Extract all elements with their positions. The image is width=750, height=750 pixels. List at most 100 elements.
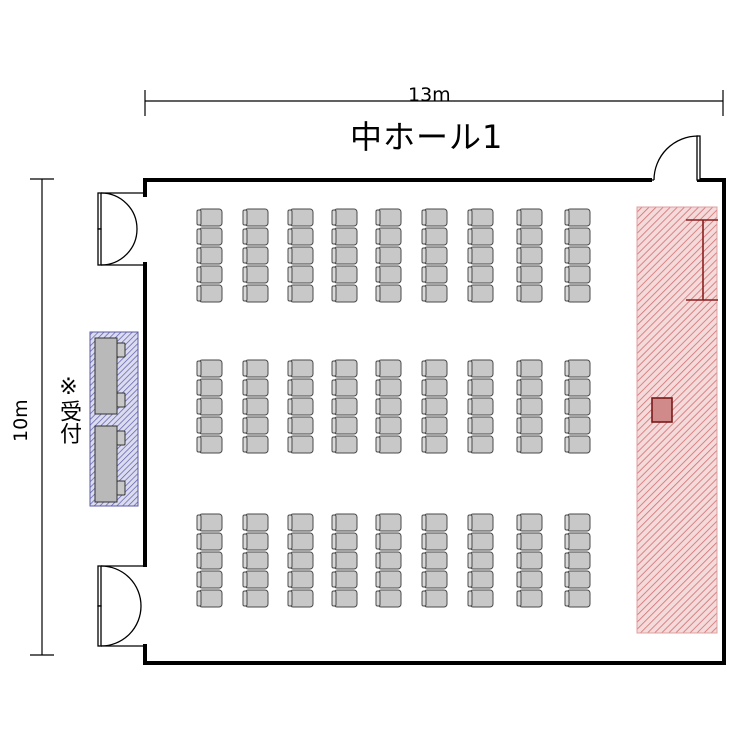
seat-icon xyxy=(421,246,448,265)
seat-icon xyxy=(287,265,314,284)
seat-icon xyxy=(467,284,494,303)
seat-icon xyxy=(375,416,402,435)
seat-icon xyxy=(287,551,314,570)
seat-icon xyxy=(516,246,543,265)
seat-icon xyxy=(564,551,591,570)
seat-icon xyxy=(516,378,543,397)
door-icon xyxy=(97,135,701,647)
seat-icon xyxy=(196,435,223,454)
seat-icon xyxy=(375,532,402,551)
screen-icon xyxy=(686,219,718,301)
seat-icon xyxy=(375,265,402,284)
seat-icon xyxy=(331,227,358,246)
seat-icon xyxy=(242,513,269,532)
seat-icon xyxy=(467,435,494,454)
seat-icon xyxy=(287,378,314,397)
seat-icon xyxy=(196,551,223,570)
seat-icon xyxy=(331,416,358,435)
seat-icon xyxy=(564,227,591,246)
seat-icon xyxy=(287,532,314,551)
seat-icon xyxy=(467,416,494,435)
seat-icon xyxy=(564,532,591,551)
seat-icon xyxy=(516,416,543,435)
seat-icon xyxy=(242,359,269,378)
reception-table xyxy=(94,425,118,503)
seat-icon xyxy=(467,265,494,284)
seat-icon xyxy=(242,378,269,397)
seat-icon xyxy=(564,208,591,227)
seat-icon xyxy=(467,359,494,378)
seat-icon xyxy=(242,284,269,303)
seat-icon xyxy=(516,208,543,227)
seat-icon xyxy=(516,532,543,551)
stage-area xyxy=(636,206,718,634)
seat-icon xyxy=(331,378,358,397)
seat-icon xyxy=(196,589,223,608)
seat-icon xyxy=(516,359,543,378)
seat-icon xyxy=(467,532,494,551)
seat-icon xyxy=(375,570,402,589)
seat-icon xyxy=(196,359,223,378)
seat-icon xyxy=(421,416,448,435)
seat-icon xyxy=(421,570,448,589)
reception-label: ※受付 xyxy=(56,375,81,444)
seat-icon xyxy=(467,397,494,416)
seat-icon xyxy=(516,265,543,284)
seat-icon xyxy=(196,208,223,227)
seating-area xyxy=(196,208,591,608)
seat-icon xyxy=(287,589,314,608)
seat-icon xyxy=(242,551,269,570)
seat-icon xyxy=(287,435,314,454)
seat-icon xyxy=(331,551,358,570)
seat-icon xyxy=(287,570,314,589)
seat-icon xyxy=(564,416,591,435)
seat-icon xyxy=(331,246,358,265)
seat-icon xyxy=(467,378,494,397)
width-dimension-label: 13m xyxy=(408,84,451,106)
seat-icon xyxy=(331,397,358,416)
seat-icon xyxy=(375,246,402,265)
seat-icon xyxy=(467,227,494,246)
seat-icon xyxy=(516,589,543,608)
seat-icon xyxy=(375,208,402,227)
seat-icon xyxy=(242,570,269,589)
seat-icon xyxy=(421,284,448,303)
seat-icon xyxy=(287,246,314,265)
seat-icon xyxy=(421,397,448,416)
height-dimension-line xyxy=(30,178,54,656)
seat-icon xyxy=(564,359,591,378)
seat-icon xyxy=(516,284,543,303)
seat-icon xyxy=(287,397,314,416)
seat-icon xyxy=(287,208,314,227)
seat-icon xyxy=(242,208,269,227)
seat-icon xyxy=(421,359,448,378)
seat-icon xyxy=(375,435,402,454)
seat-icon xyxy=(421,589,448,608)
seat-icon xyxy=(516,570,543,589)
seat-icon xyxy=(196,532,223,551)
seat-icon xyxy=(196,570,223,589)
height-dimension-label: 10m xyxy=(10,399,32,442)
seat-icon xyxy=(287,227,314,246)
seat-icon xyxy=(516,397,543,416)
seat-icon xyxy=(242,397,269,416)
seat-icon xyxy=(196,284,223,303)
seat-icon xyxy=(564,265,591,284)
seat-icon xyxy=(196,246,223,265)
seat-icon xyxy=(196,265,223,284)
seat-icon xyxy=(242,246,269,265)
seat-icon xyxy=(467,246,494,265)
seat-icon xyxy=(242,416,269,435)
seat-icon xyxy=(467,551,494,570)
seat-icon xyxy=(421,378,448,397)
seat-icon xyxy=(375,397,402,416)
seat-icon xyxy=(564,589,591,608)
seat-icon xyxy=(196,397,223,416)
seat-icon xyxy=(375,284,402,303)
seat-icon xyxy=(331,532,358,551)
seat-icon xyxy=(516,227,543,246)
seat-icon xyxy=(421,551,448,570)
seat-icon xyxy=(421,227,448,246)
seat-icon xyxy=(375,513,402,532)
